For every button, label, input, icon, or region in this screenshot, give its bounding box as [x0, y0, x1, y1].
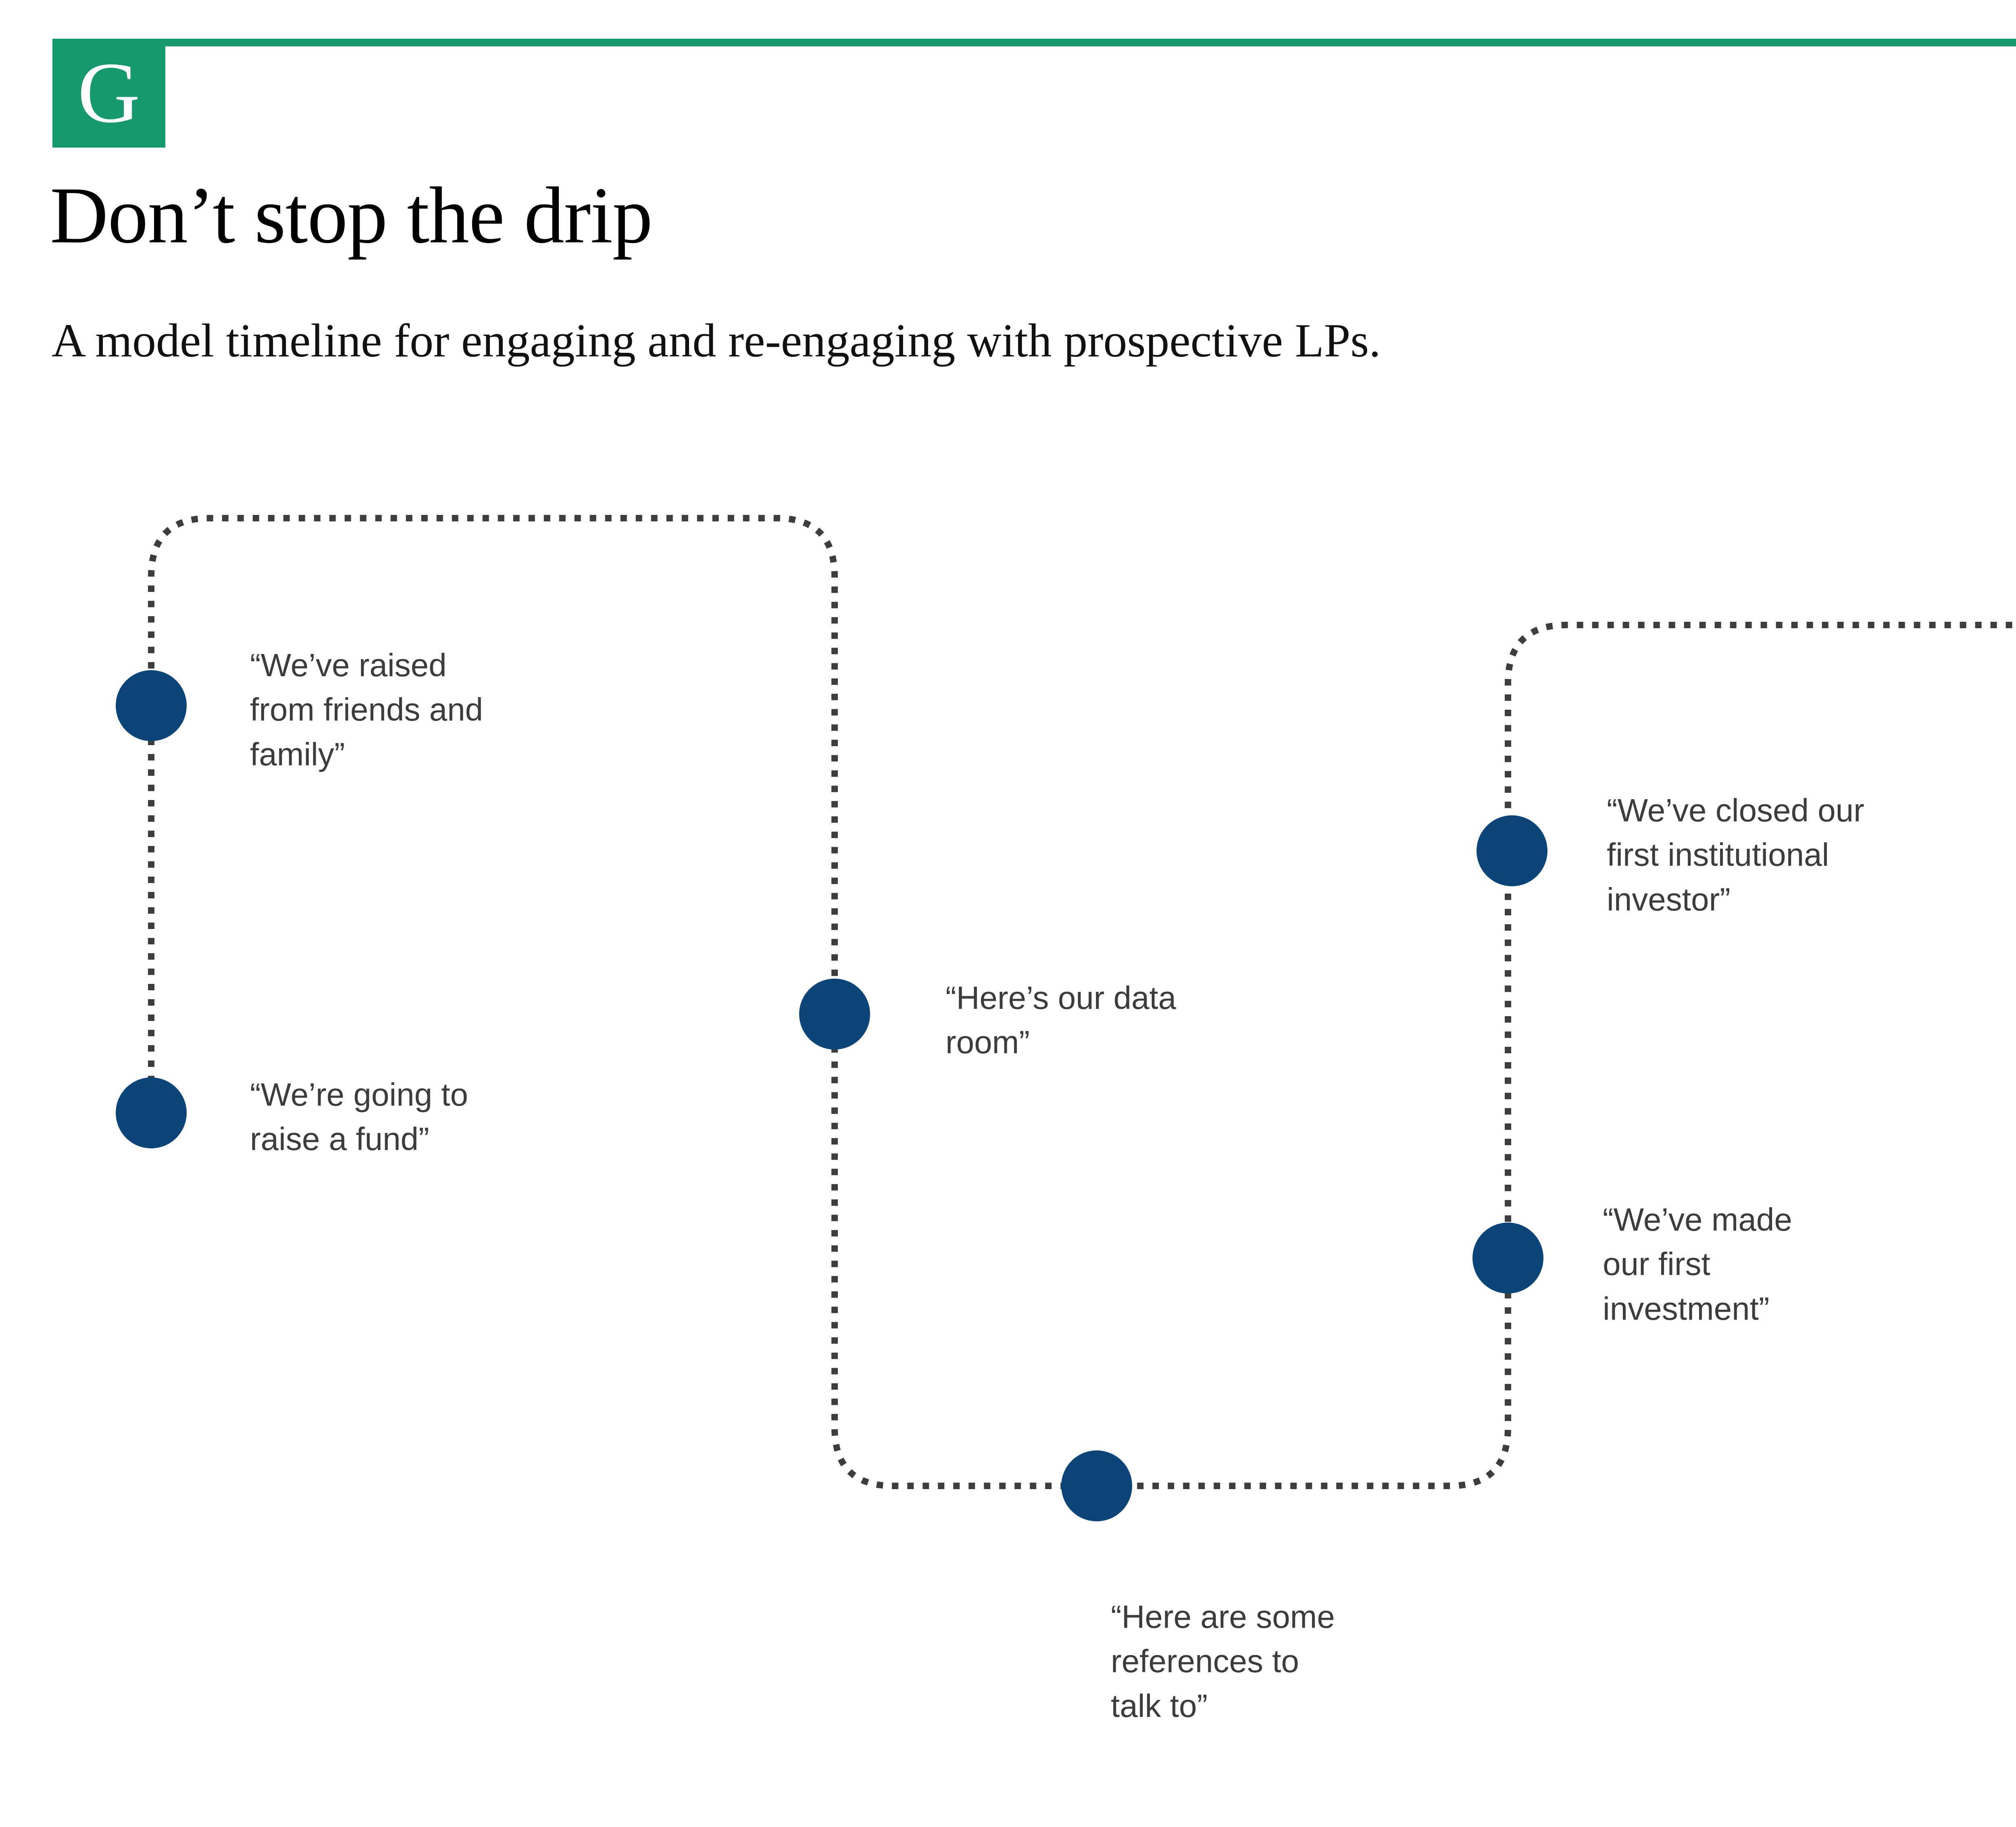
timeline-node-label-4: “Here are some references to talk to”: [1111, 1599, 1335, 1724]
timeline-node-label-3: “Here’s our data room”: [946, 980, 1177, 1060]
timeline-node-3[interactable]: [799, 979, 870, 1050]
timeline-node-6[interactable]: [1472, 1223, 1543, 1294]
brand-logo-badge: G: [52, 39, 165, 148]
timeline-node-5[interactable]: [1477, 815, 1547, 886]
brand-logo-letter: G: [77, 44, 140, 141]
timeline-node-label-1: “We’ve raised from friends and family”: [250, 647, 483, 772]
page-title: Don’t stop the drip: [50, 171, 653, 260]
timeline-node-label-5: “We’ve closed our first institutional in…: [1607, 792, 1864, 917]
dotted-connector-line: [148, 515, 2016, 1489]
header-rule: [52, 39, 2016, 46]
timeline-node-label-6: “We’ve made our first investment”: [1603, 1202, 1792, 1327]
timeline-node-1[interactable]: [116, 670, 187, 741]
timeline-node-2[interactable]: [116, 1077, 187, 1148]
page-subtitle: A model timeline for engaging and re-eng…: [52, 314, 1381, 367]
timeline-node-4[interactable]: [1061, 1450, 1132, 1521]
timeline-node-label-2: “We’re going to raise a fund”: [250, 1077, 469, 1157]
